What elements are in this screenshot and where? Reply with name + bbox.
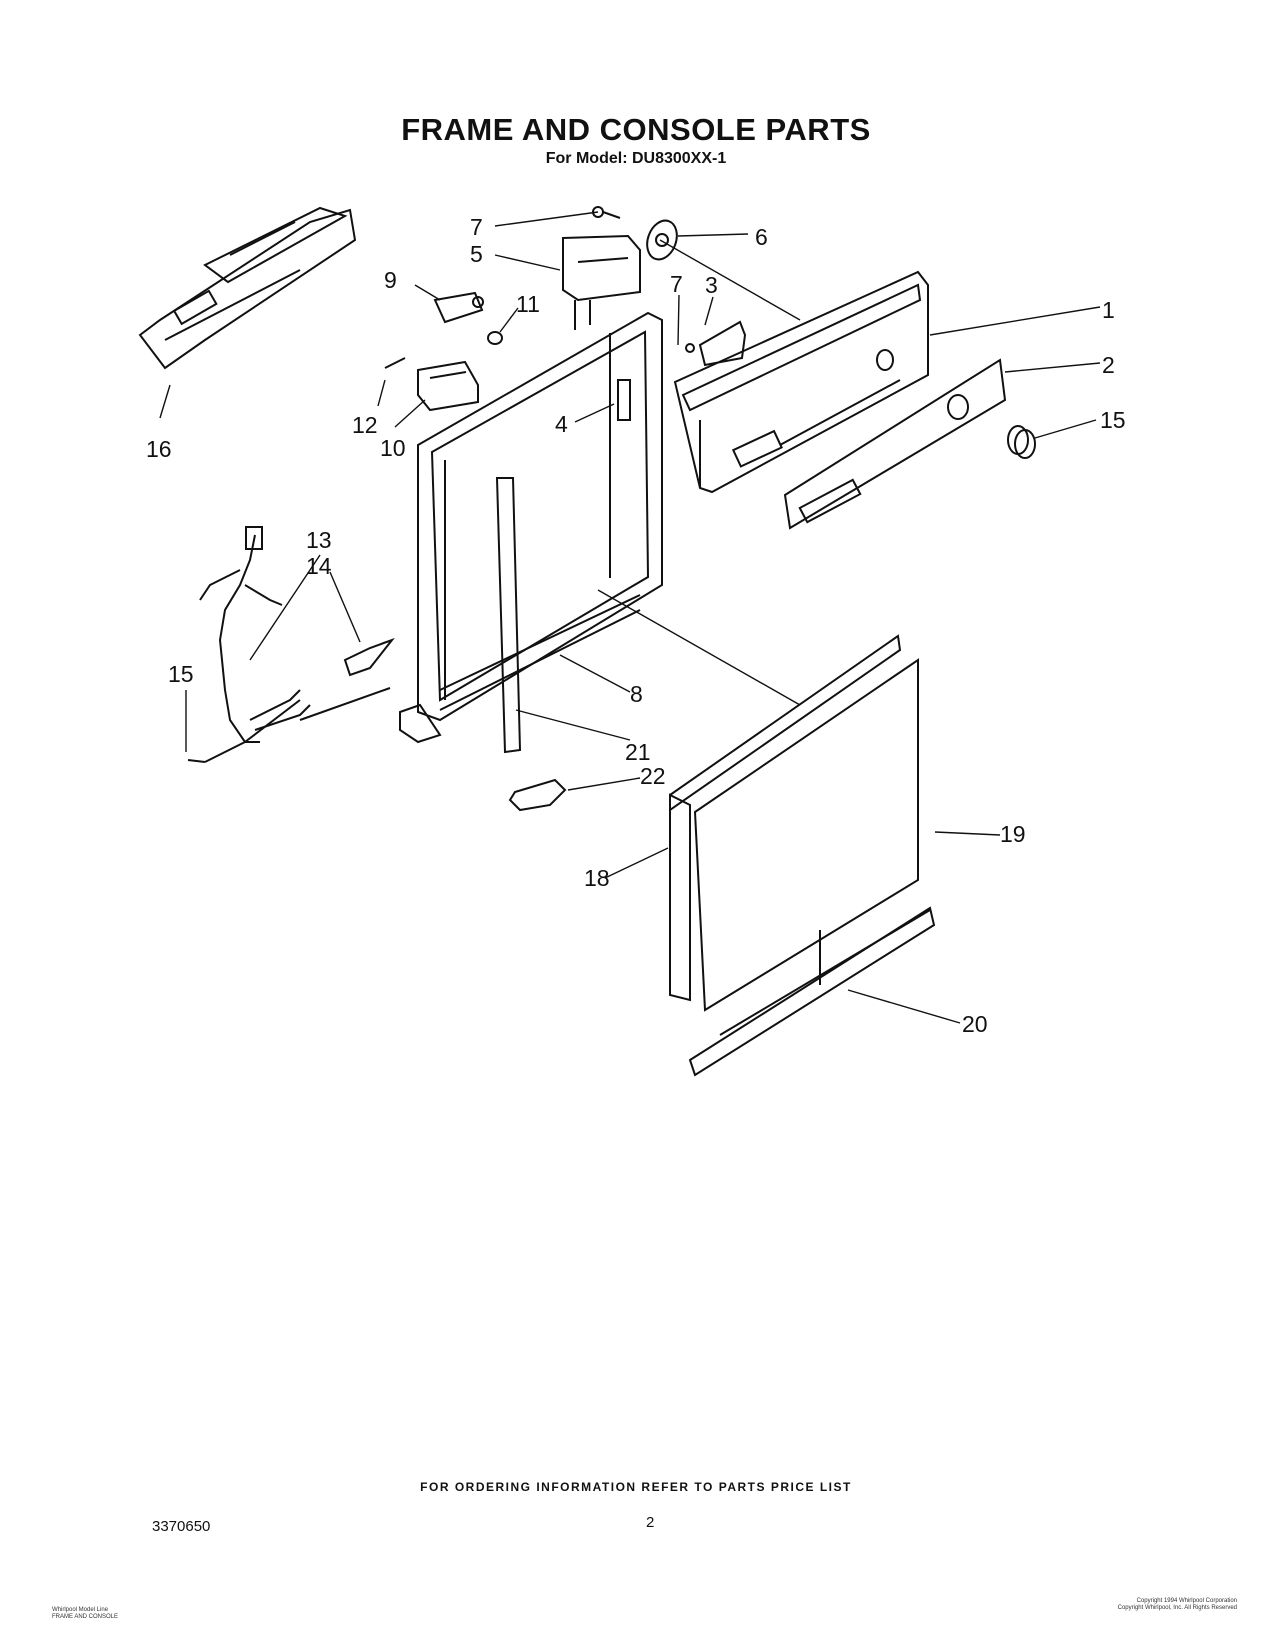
page-number: 2 bbox=[646, 1514, 655, 1531]
callout-17: 15 bbox=[1100, 407, 1126, 433]
document-number: 3370650 bbox=[152, 1518, 211, 1535]
callout-9: 9 bbox=[384, 267, 397, 293]
callout-20: 20 bbox=[962, 1011, 988, 1037]
part-17-knob bbox=[1007, 425, 1036, 459]
part-20-trim bbox=[688, 906, 936, 1077]
part-2-overlay bbox=[783, 358, 1007, 530]
part-15-screw bbox=[187, 759, 206, 763]
callout-15: 15 bbox=[168, 661, 194, 687]
part-5-switch bbox=[562, 234, 641, 330]
callout-16: 16 bbox=[146, 436, 172, 462]
footer-small-left-line1: Whirlpool Model Line bbox=[52, 1607, 109, 1613]
callout-7-mid: 7 bbox=[670, 271, 683, 297]
part-16-console-bracket bbox=[138, 206, 357, 370]
callout-3: 3 bbox=[705, 272, 718, 298]
callout-11: 11 bbox=[516, 291, 540, 317]
leader-lines bbox=[159, 211, 1101, 1024]
part-19-door-panel bbox=[693, 658, 919, 1012]
callout-21: 21 bbox=[625, 739, 651, 765]
part-1-console-panel bbox=[673, 270, 929, 494]
callout-14: 14 bbox=[306, 553, 332, 579]
callout-7-top: 7 bbox=[470, 214, 483, 240]
part-18-door-panel bbox=[669, 634, 902, 1002]
part-6-selector bbox=[646, 219, 678, 261]
part-14-sensor bbox=[343, 637, 395, 677]
callout-12: 12 bbox=[352, 412, 378, 438]
callout-6: 6 bbox=[755, 224, 768, 250]
callout-19: 19 bbox=[1000, 821, 1026, 847]
part-21-strip bbox=[495, 477, 522, 754]
callout-13: 13 bbox=[306, 527, 332, 553]
callout-22: 22 bbox=[640, 763, 666, 789]
part-13-wire-harness bbox=[187, 526, 395, 763]
part-22-bracket bbox=[508, 778, 567, 812]
footer-copyright-line2: Copyright Whirlpool, Inc. All Rights Res… bbox=[1117, 1605, 1237, 1611]
footer-copyright: Copyright 1994 Whirlpool Corporation Cop… bbox=[1118, 1598, 1237, 1612]
part-3-hinge bbox=[685, 320, 747, 367]
footer-small-left-line2: FRAME AND CONSOLE bbox=[52, 1614, 119, 1620]
part-4-clip bbox=[617, 379, 631, 421]
callout-4: 4 bbox=[555, 411, 568, 437]
callout-5: 5 bbox=[470, 241, 483, 267]
part-10-latch-body bbox=[384, 357, 479, 412]
callout-10: 10 bbox=[380, 435, 406, 461]
part-9-11-latch bbox=[433, 291, 503, 345]
inner-door-frame bbox=[399, 311, 663, 744]
callout-18: 18 bbox=[584, 865, 610, 891]
callout-1: 1 bbox=[1102, 297, 1115, 323]
ordering-note: FOR ORDERING INFORMATION REFER TO PARTS … bbox=[420, 1480, 852, 1494]
footer-copyright-line1: Copyright 1994 Whirlpool Corporation bbox=[1136, 1598, 1237, 1604]
page-title: FRAME AND CONSOLE PARTS bbox=[401, 112, 871, 147]
model-subtitle: For Model: DU8300XX-1 bbox=[545, 150, 727, 167]
footer-small-left: Whirlpool Model Line FRAME AND CONSOLE bbox=[52, 1607, 118, 1621]
callout-8: 8 bbox=[630, 681, 643, 707]
callout-2: 2 bbox=[1102, 352, 1115, 378]
